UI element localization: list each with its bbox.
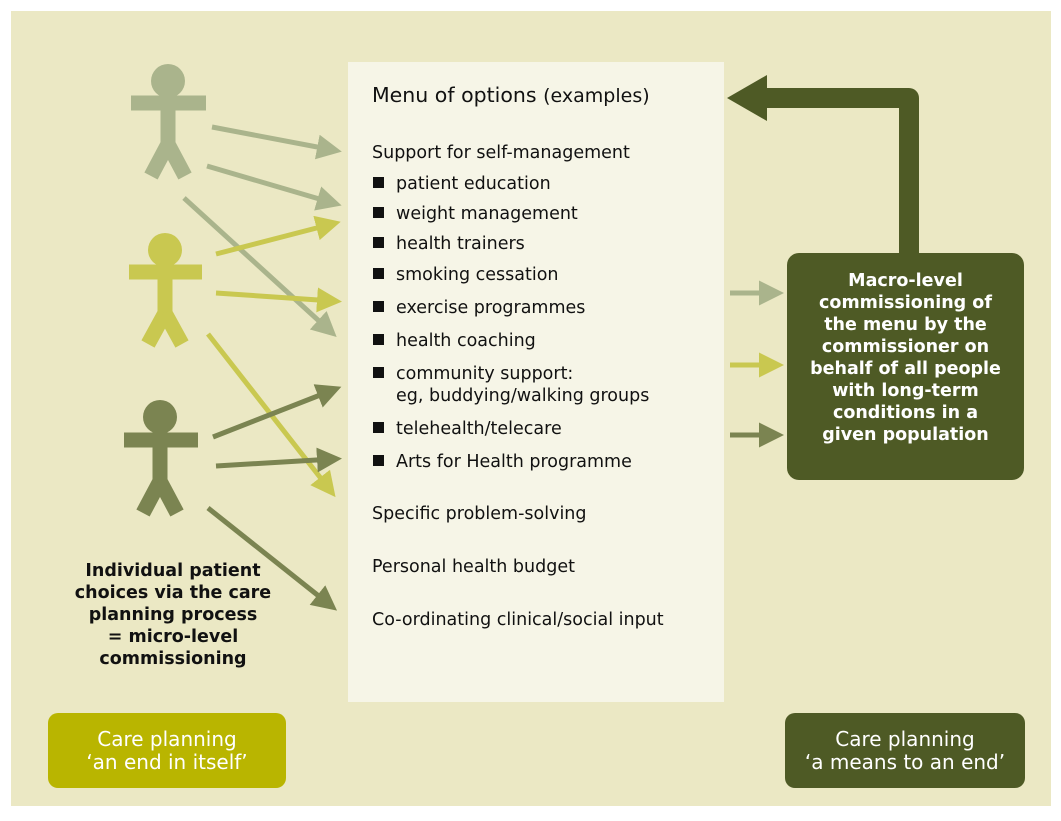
care-planning-means-to-end-tag: Care planning ‘a means to an end’ bbox=[785, 713, 1025, 788]
menu-item-label: weight management bbox=[396, 204, 578, 224]
macro-text-line: conditions in a bbox=[832, 403, 979, 423]
feedback-arrow-to-menu bbox=[727, 75, 919, 255]
tag-line: Care planning bbox=[835, 727, 975, 751]
menu-item: Arts for Health programme bbox=[373, 451, 632, 473]
menu-item: patient education bbox=[373, 173, 551, 195]
square-bullet-icon bbox=[373, 422, 384, 433]
menu-item: health trainers bbox=[373, 233, 525, 255]
menu-item: exercise programmes bbox=[373, 297, 585, 319]
macro-text-line: commissioning of bbox=[819, 293, 992, 313]
menu-item-label: exercise programmes bbox=[396, 298, 586, 318]
macro-text-line: with long-term bbox=[832, 381, 979, 401]
square-bullet-icon bbox=[373, 455, 384, 466]
tag-line: ‘an end in itself’ bbox=[86, 750, 248, 774]
section-coordinating: Co-ordinating clinical/social input bbox=[372, 610, 664, 630]
menu-item-label: patient education bbox=[396, 174, 551, 194]
arrow-mid-to-menu-2 bbox=[215, 287, 342, 313]
tag-line: ‘a means to an end’ bbox=[804, 750, 1006, 774]
menu-of-options-box bbox=[348, 62, 724, 702]
menu-item-label: community support: bbox=[396, 364, 574, 384]
menu-title-suffix: (examples) bbox=[543, 85, 650, 107]
macro-level-commissioning-box bbox=[787, 253, 1024, 480]
macro-text-line: the menu by the bbox=[824, 315, 987, 335]
menu-item: smoking cessation bbox=[373, 264, 559, 286]
square-bullet-icon bbox=[373, 268, 384, 279]
care-planning-end-in-itself-tag: Care planning ‘an end in itself’ bbox=[48, 713, 286, 788]
arrow-mid-to-menu-1 bbox=[215, 215, 341, 257]
arrow-dark-to-menu-2 bbox=[215, 447, 342, 473]
menu-item: weight management bbox=[373, 203, 578, 225]
arrow-dark-to-menu-3 bbox=[206, 506, 338, 611]
square-bullet-icon bbox=[373, 207, 384, 218]
menu-title: Menu of options (examples) bbox=[372, 83, 650, 107]
macro-text-line: commissioner on bbox=[821, 337, 990, 357]
micro-text-line: = micro-level bbox=[107, 627, 239, 647]
square-bullet-icon bbox=[373, 237, 384, 248]
arrow-light-to-menu-2 bbox=[206, 163, 342, 211]
macro-text-line: behalf of all people bbox=[810, 359, 1001, 379]
micro-text-line: planning process bbox=[88, 605, 258, 625]
menu-item-sublabel: eg, buddying/walking groups bbox=[396, 386, 650, 406]
micro-text-line: Individual patient bbox=[85, 561, 261, 581]
arrow-mid-to-menu-3 bbox=[206, 332, 336, 498]
menu-item-label: telehealth/telecare bbox=[396, 419, 562, 439]
menu-item-label: Arts for Health programme bbox=[396, 452, 632, 472]
person-icon-light bbox=[131, 64, 206, 180]
menu-item-label: smoking cessation bbox=[396, 265, 559, 285]
menu-item: telehealth/telecare bbox=[373, 418, 562, 440]
micro-text-line: choices via the care bbox=[74, 583, 272, 603]
menu-item-label: health trainers bbox=[396, 234, 525, 254]
section-personal-budget: Personal health budget bbox=[372, 557, 575, 577]
macro-text-line: given population bbox=[822, 425, 989, 445]
menu-item: health coaching bbox=[373, 330, 536, 352]
menu-item-label: health coaching bbox=[396, 331, 536, 351]
arrow-light-to-menu-1 bbox=[211, 124, 342, 160]
macro-text-line: Macro-level bbox=[848, 271, 963, 291]
square-bullet-icon bbox=[373, 301, 384, 312]
person-icon-mid bbox=[129, 233, 202, 348]
square-bullet-icon bbox=[373, 367, 384, 378]
square-bullet-icon bbox=[373, 334, 384, 345]
tag-line: Care planning bbox=[97, 727, 237, 751]
person-icon-dark bbox=[124, 400, 198, 517]
menu-item: community support:eg, buddying/walking g… bbox=[373, 363, 649, 407]
section-self-management: Support for self-management bbox=[372, 143, 630, 163]
square-bullet-icon bbox=[373, 177, 384, 188]
section-problem-solving: Specific problem-solving bbox=[372, 504, 587, 524]
micro-text-line: commissioning bbox=[99, 649, 247, 669]
micro-level-text: Individual patient choices via the care … bbox=[64, 560, 282, 670]
menu-title-main: Menu of options bbox=[372, 83, 537, 107]
arrow-light-to-menu-3 bbox=[182, 196, 337, 338]
arrow-dark-to-menu-1 bbox=[212, 384, 342, 440]
macro-level-text: Macro-level commissioning of the menu by… bbox=[790, 270, 1021, 446]
